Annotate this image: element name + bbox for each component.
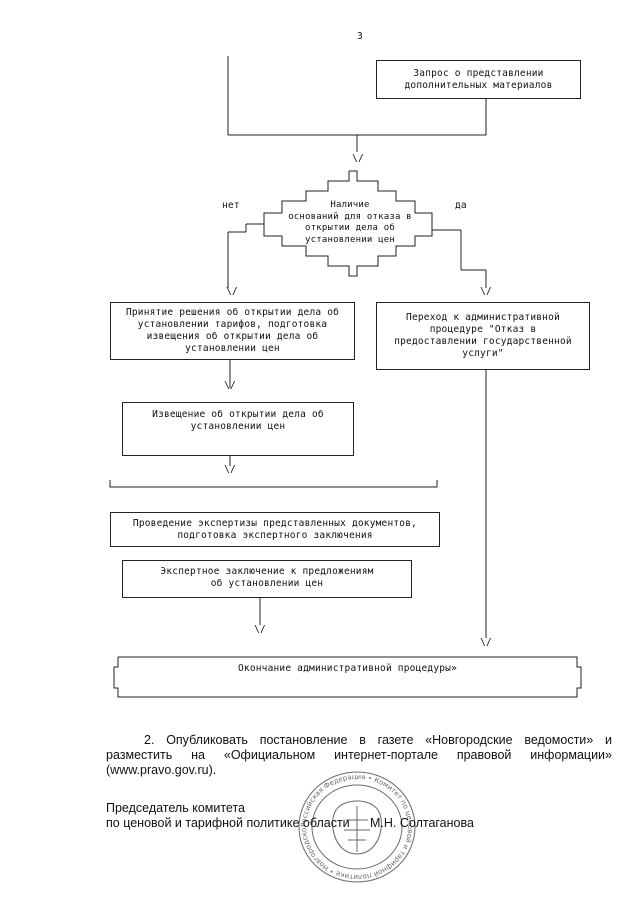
page-number: 3	[357, 31, 363, 42]
refuse-procedure-box: Переход к административной процедуре "От…	[376, 302, 590, 370]
box-line: Запрос о представлении	[413, 67, 544, 79]
box-line: установлении цен	[190, 421, 286, 432]
paragraph-line: разместить на «Официальном интернет-порт…	[106, 748, 612, 762]
decision-line: оснований для отказа в	[288, 211, 412, 222]
paragraph-line: (www.pravo.gov.ru).	[106, 763, 217, 777]
arrow-down-icon: \/	[254, 624, 266, 635]
expert-conclusion-box: Экспертное заключение к предложениям об …	[122, 560, 412, 598]
notice-box: Извещение об открытии дела об установлен…	[122, 402, 354, 456]
arrow-down-icon: \/	[226, 286, 238, 297]
box-line: подготовка экспертного заключения	[177, 529, 373, 541]
label-no: нет	[222, 200, 240, 211]
arrow-down-icon: \/	[480, 637, 492, 648]
end-procedure-box: Окончание административной процедуры»	[237, 663, 458, 674]
label-yes: да	[455, 200, 467, 211]
box-line: дополнительных материалов	[404, 79, 553, 91]
decision-line: установлении цен	[305, 234, 395, 245]
decision-text: Наличие оснований для отказа в открытии …	[270, 200, 430, 246]
arrow-down-icon: \/	[224, 380, 236, 391]
box-line: Проведение экспертизы представленных док…	[132, 517, 418, 529]
box-line: услуги"	[462, 348, 504, 359]
signature-title-line: по ценовой и тарифной политике области	[106, 816, 350, 830]
decision-line: открытии дела об	[305, 223, 395, 233]
box-line: Извещение об открытии дела об	[152, 409, 324, 420]
signature-name: М.Н. Солтаганова	[370, 816, 474, 830]
arrow-down-icon: \/	[480, 286, 492, 297]
official-seal-stamp: Российская Федерация • Комитет по ценово…	[296, 768, 416, 883]
signature-title: Председатель комитета по ценовой и тариф…	[106, 801, 350, 831]
decision-line: Наличие	[330, 200, 370, 210]
box-line: Переход к административной	[406, 312, 560, 323]
accept-decision-box: Принятие решения об открытии дела об уст…	[110, 302, 355, 360]
box-line: установлении тарифов, подготовка	[137, 319, 328, 330]
arrow-down-icon: \/	[352, 153, 364, 164]
box-line: об установлении цен	[210, 578, 324, 589]
box-line: извещения об открытии дела об	[146, 331, 319, 342]
signature-title-line: Председатель комитета	[106, 801, 246, 815]
box-line: процедуре "Отказ в	[429, 324, 537, 335]
arrow-down-icon: \/	[224, 464, 236, 475]
paragraph-line: 2. Опубликовать постановление в газете «…	[144, 733, 612, 747]
box-line: установлении цен	[185, 343, 280, 354]
request-additional-materials-box: Запрос о представлении дополнительных ма…	[376, 60, 581, 99]
publication-paragraph: 2. Опубликовать постановление в газете «…	[106, 733, 612, 778]
box-line: предоставлении государственной	[394, 336, 572, 347]
box-line: Принятие решения об открытии дела об	[125, 307, 340, 318]
box-line: Экспертное заключение к предложениям	[160, 566, 374, 577]
expertise-box: Проведение экспертизы представленных док…	[110, 512, 440, 547]
